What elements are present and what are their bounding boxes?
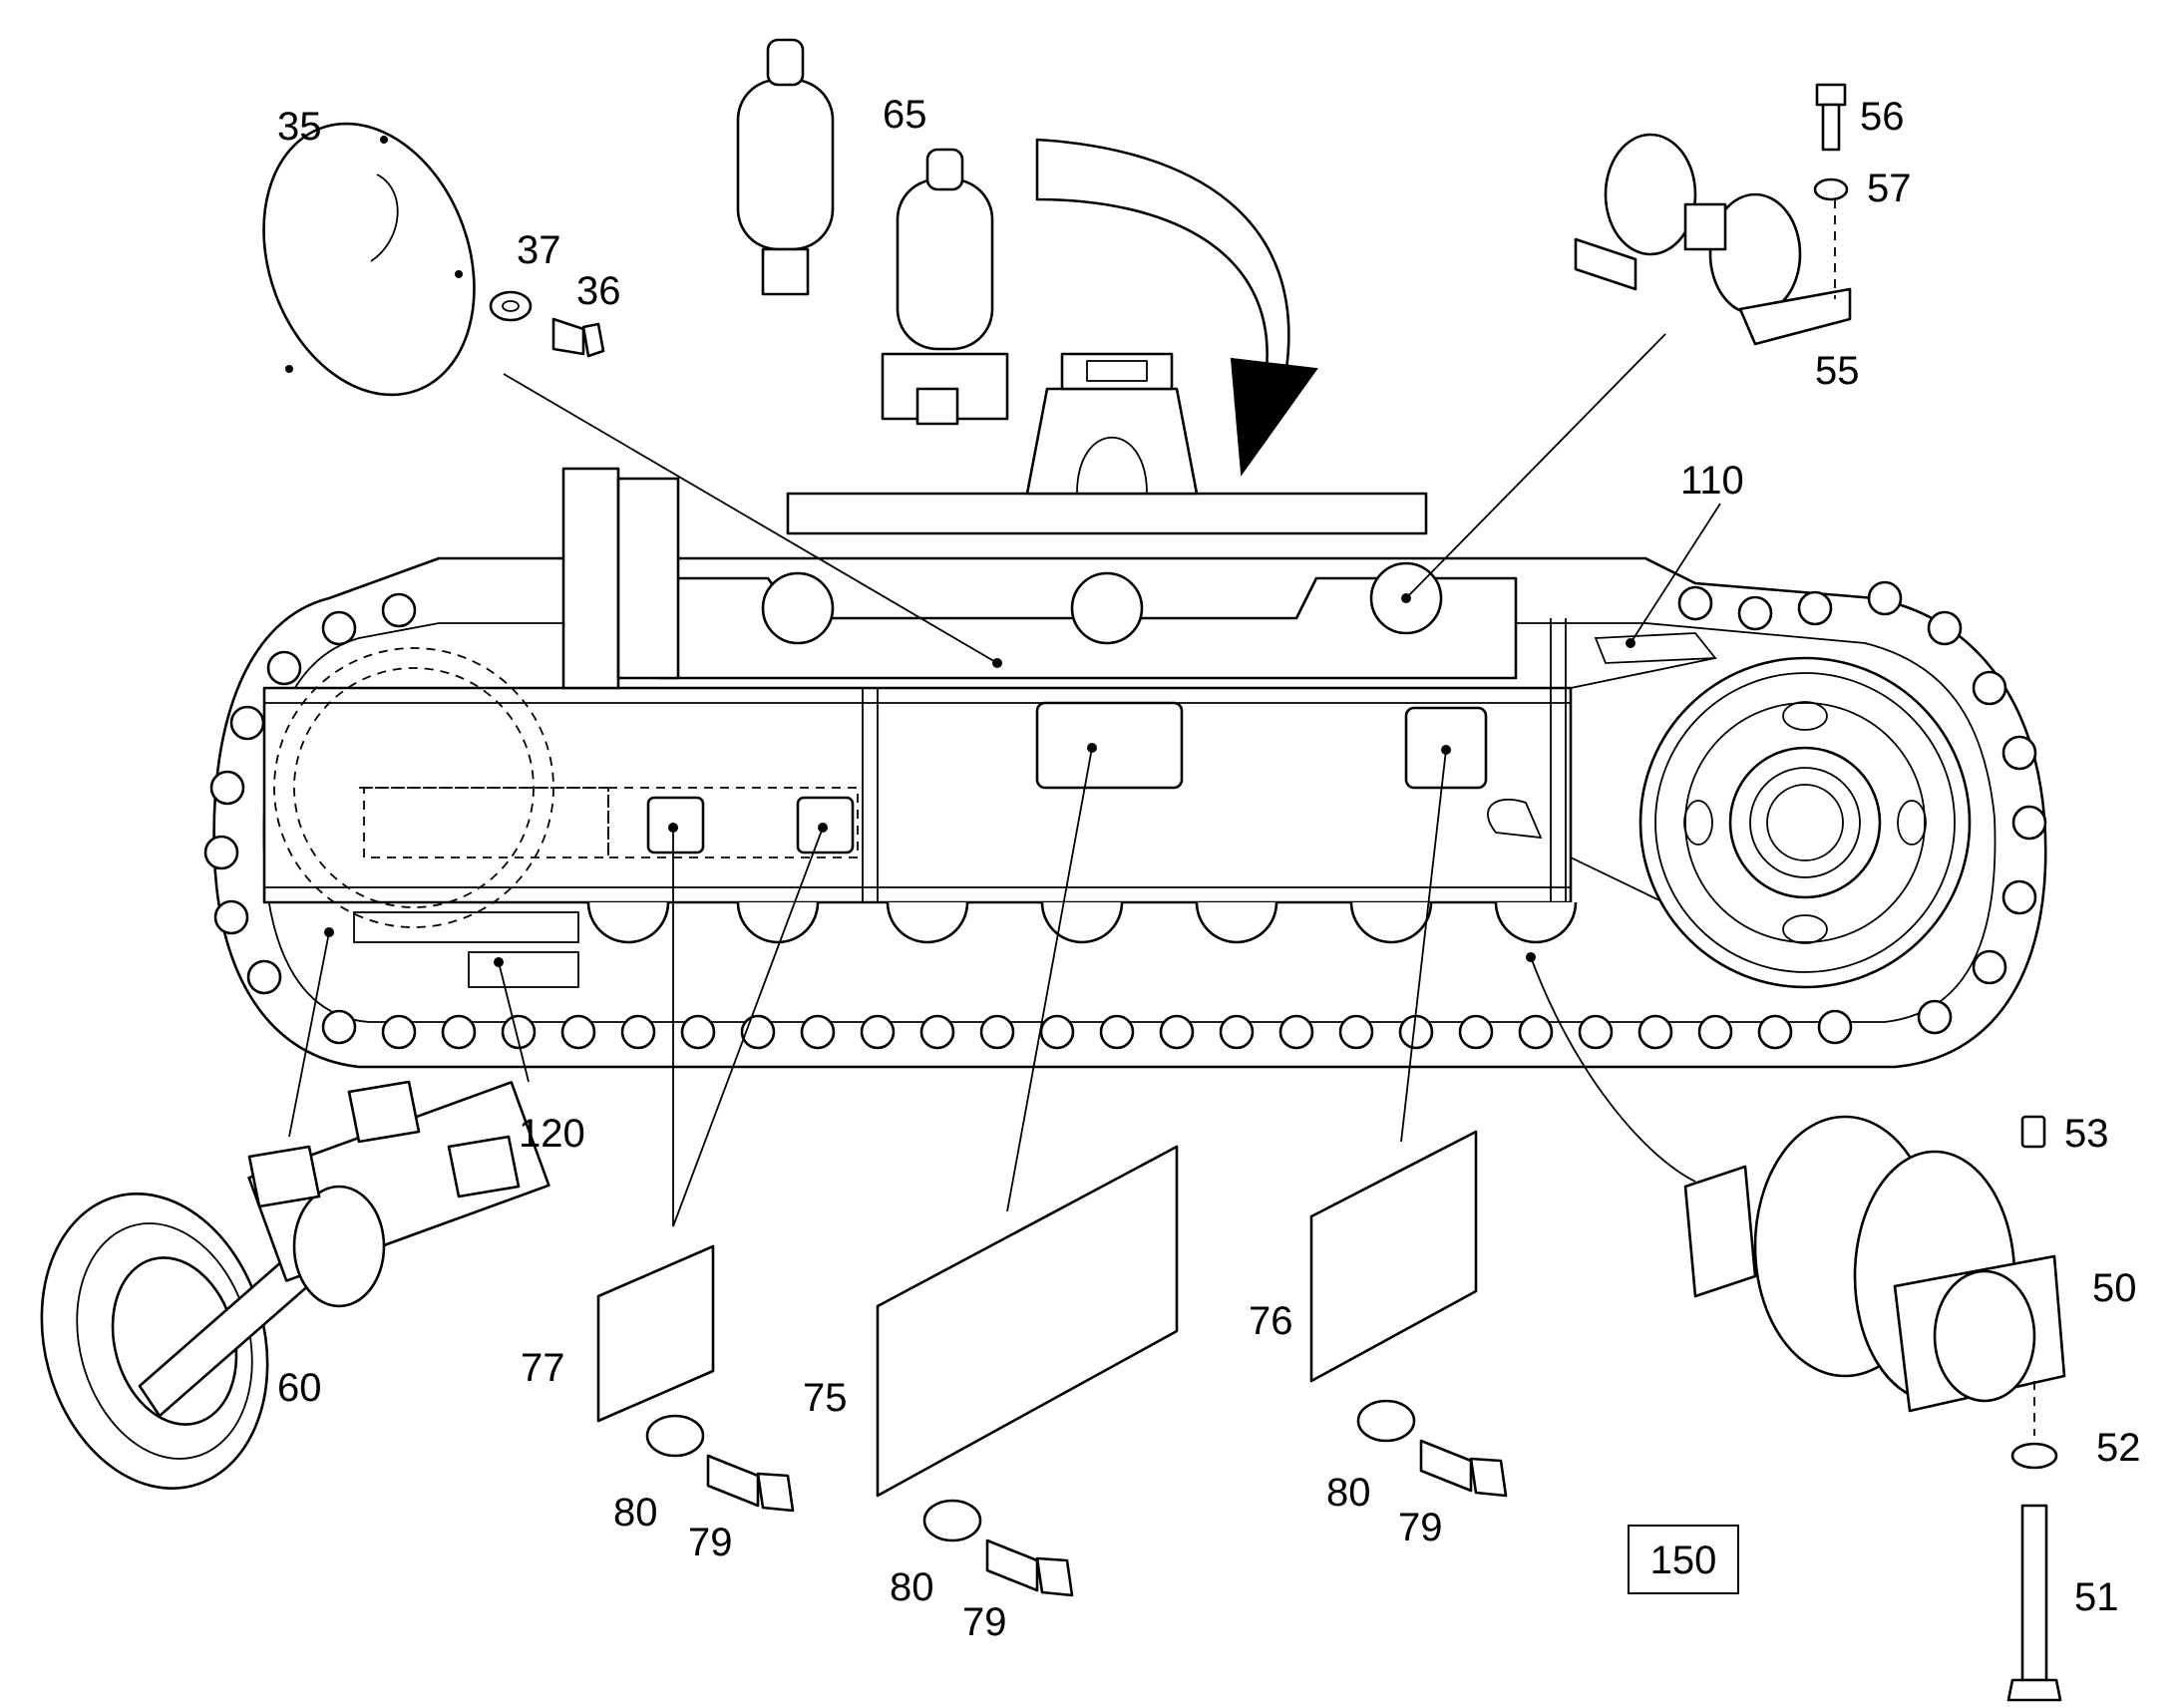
part-75-cover-plate xyxy=(876,1145,1179,1597)
part-36-37-bolt-washer xyxy=(489,290,605,358)
callout-77: 77 xyxy=(521,1346,565,1390)
part-56-57-bolt-washer xyxy=(1813,83,1849,201)
frame-cover-75 xyxy=(1035,701,1184,790)
callout-51: 51 xyxy=(2074,1575,2119,1619)
part-65-accumulators xyxy=(736,38,1009,426)
callout-52: 52 xyxy=(2096,1426,2141,1470)
part-60-idler-assembly xyxy=(40,1080,550,1490)
track-frame xyxy=(262,686,1573,904)
part-35-cover-disc xyxy=(262,122,476,397)
reference-box-label: 150 xyxy=(1650,1538,1717,1582)
callout-80-a: 80 xyxy=(613,1491,658,1535)
part-51-52-53-fasteners xyxy=(2006,1115,2062,1702)
callout-53: 53 xyxy=(2064,1112,2109,1156)
part-50-track-roller xyxy=(1683,1115,2066,1436)
leader-lines xyxy=(288,333,1721,1227)
reference-box-150: 150 xyxy=(1628,1525,1739,1594)
track-rollers xyxy=(586,901,1578,944)
callout-79-a: 79 xyxy=(688,1521,733,1564)
callout-60: 60 xyxy=(277,1366,322,1410)
callout-110: 110 xyxy=(1680,459,1744,503)
callout-labels: 35 36 37 50 51 52 53 55 56 57 60 65 75 7… xyxy=(277,93,2141,1644)
swivel-mount xyxy=(1025,387,1199,496)
chain-links-right xyxy=(1677,580,2047,1035)
callout-57: 57 xyxy=(1867,167,1912,210)
part-77-cover-plate xyxy=(596,1244,795,1513)
callout-80-c: 80 xyxy=(1326,1471,1371,1515)
callout-36: 36 xyxy=(576,269,621,313)
chain-links-lower xyxy=(321,1009,1853,1050)
part-55-carrier-roller xyxy=(1574,133,1852,346)
assembly-arrow xyxy=(1035,138,1318,477)
callout-79-c: 79 xyxy=(1398,1506,1443,1549)
callout-37: 37 xyxy=(517,228,561,272)
callout-76: 76 xyxy=(1249,1299,1293,1343)
part-76-cover-plate xyxy=(1309,1130,1508,1498)
callout-50: 50 xyxy=(2092,1266,2137,1310)
callout-35: 35 xyxy=(277,105,322,149)
callout-56: 56 xyxy=(1860,95,1905,139)
chain-links-left xyxy=(203,592,417,995)
callout-55: 55 xyxy=(1815,349,1860,393)
callout-75: 75 xyxy=(803,1376,848,1420)
callout-65: 65 xyxy=(883,93,927,137)
callout-120: 120 xyxy=(519,1112,585,1156)
callout-79-b: 79 xyxy=(962,1600,1007,1644)
track-frame-assembly xyxy=(203,352,2047,1069)
callout-80-b: 80 xyxy=(890,1565,934,1609)
carrier-roller xyxy=(761,571,835,645)
